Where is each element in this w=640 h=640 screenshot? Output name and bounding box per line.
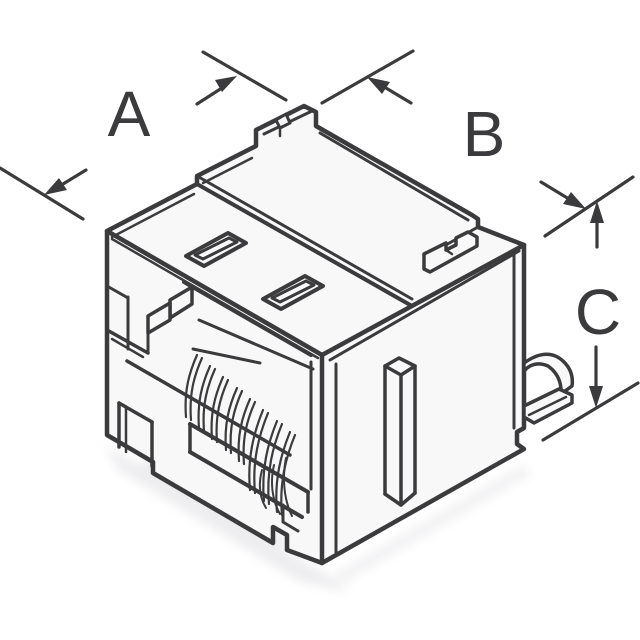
arrowhead-icon bbox=[590, 201, 604, 223]
pcb-latch-clip bbox=[522, 352, 575, 425]
dimension-label-c: C bbox=[575, 276, 621, 348]
arrowhead-icon bbox=[44, 178, 67, 195]
contact-sill bbox=[188, 422, 310, 533]
connector-body bbox=[104, 103, 527, 566]
arrowhead-icon bbox=[367, 77, 390, 94]
shield-tab-notch-right bbox=[422, 230, 479, 274]
front-face-details bbox=[105, 237, 320, 533]
dimension-label-b: B bbox=[463, 98, 506, 170]
right-face-details bbox=[328, 249, 575, 556]
dimension-c: C bbox=[541, 201, 640, 442]
dim-b-tick-right bbox=[543, 175, 635, 238]
top-face-details bbox=[110, 109, 480, 311]
contact-pins bbox=[184, 347, 297, 517]
shield-tab-notch-left bbox=[274, 112, 292, 138]
dimension-a: A bbox=[0, 50, 288, 221]
top-vent-hole bbox=[261, 274, 325, 311]
dimension-label-a: A bbox=[108, 78, 151, 150]
front-foot-block bbox=[117, 401, 154, 468]
dimension-b: B bbox=[320, 49, 635, 238]
top-vent-hole bbox=[184, 231, 248, 268]
dim-b-tick-left bbox=[320, 49, 415, 105]
arrowhead-icon bbox=[215, 76, 237, 92]
latch-slot-steps bbox=[105, 284, 194, 359]
dim-c-tick-lower bbox=[541, 381, 640, 442]
board-post bbox=[383, 356, 417, 507]
arrowhead-icon bbox=[563, 192, 586, 209]
arrowhead-icon bbox=[589, 386, 603, 408]
dim-a-tick-upper bbox=[201, 50, 288, 102]
dim-a-tick-lower bbox=[0, 166, 85, 221]
